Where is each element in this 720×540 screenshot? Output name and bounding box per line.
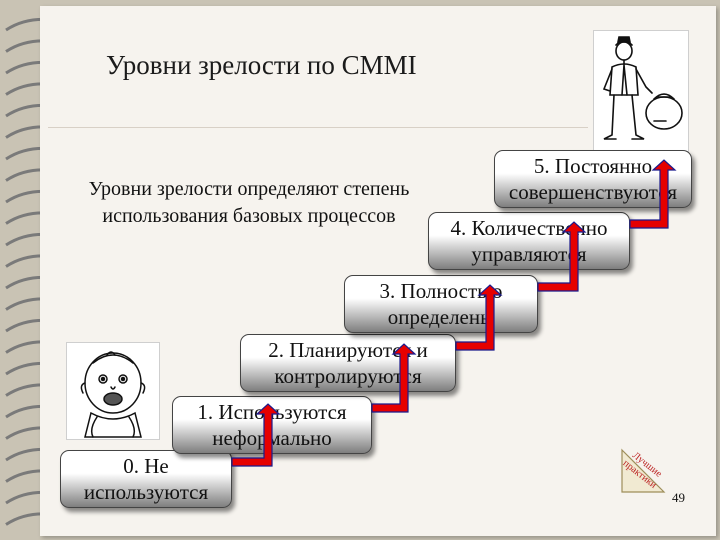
maturity-level-0-label: 0. Не используются: [83, 454, 209, 504]
title-divider: [48, 127, 588, 128]
maturity-level-4-label: 4. Количественно управляются: [450, 216, 608, 266]
maturity-level-5: 5. Постоянно совершенствуются: [494, 150, 692, 208]
maturity-level-2-label: 2. Планируются и контролируются: [268, 338, 428, 388]
maturity-level-0: 0. Не используются: [60, 450, 232, 508]
maturity-level-2: 2. Планируются и контролируются: [240, 334, 456, 392]
baby-image: [66, 342, 160, 440]
maturity-level-1: 1. Используются неформально: [172, 396, 372, 454]
crying-baby-icon: [80, 351, 146, 438]
page-number: 49: [672, 490, 685, 505]
businessman-image: [593, 30, 689, 152]
slide-title: Уровни зрелости по CMMI: [106, 50, 417, 80]
maturity-level-3-label: 3. Полностью определены: [379, 279, 503, 329]
maturity-level-5-label: 5. Постоянно совершенствуются: [508, 154, 678, 204]
intro-text: Уровни зрелости определяют степень испол…: [88, 178, 410, 227]
businessman-icon: [602, 36, 683, 140]
maturity-level-3: 3. Полностью определены: [344, 275, 538, 333]
maturity-level-4: 4. Количественно управляются: [428, 212, 630, 270]
maturity-level-1-label: 1. Используются неформально: [197, 400, 347, 450]
best-practices-badge: [621, 448, 666, 493]
